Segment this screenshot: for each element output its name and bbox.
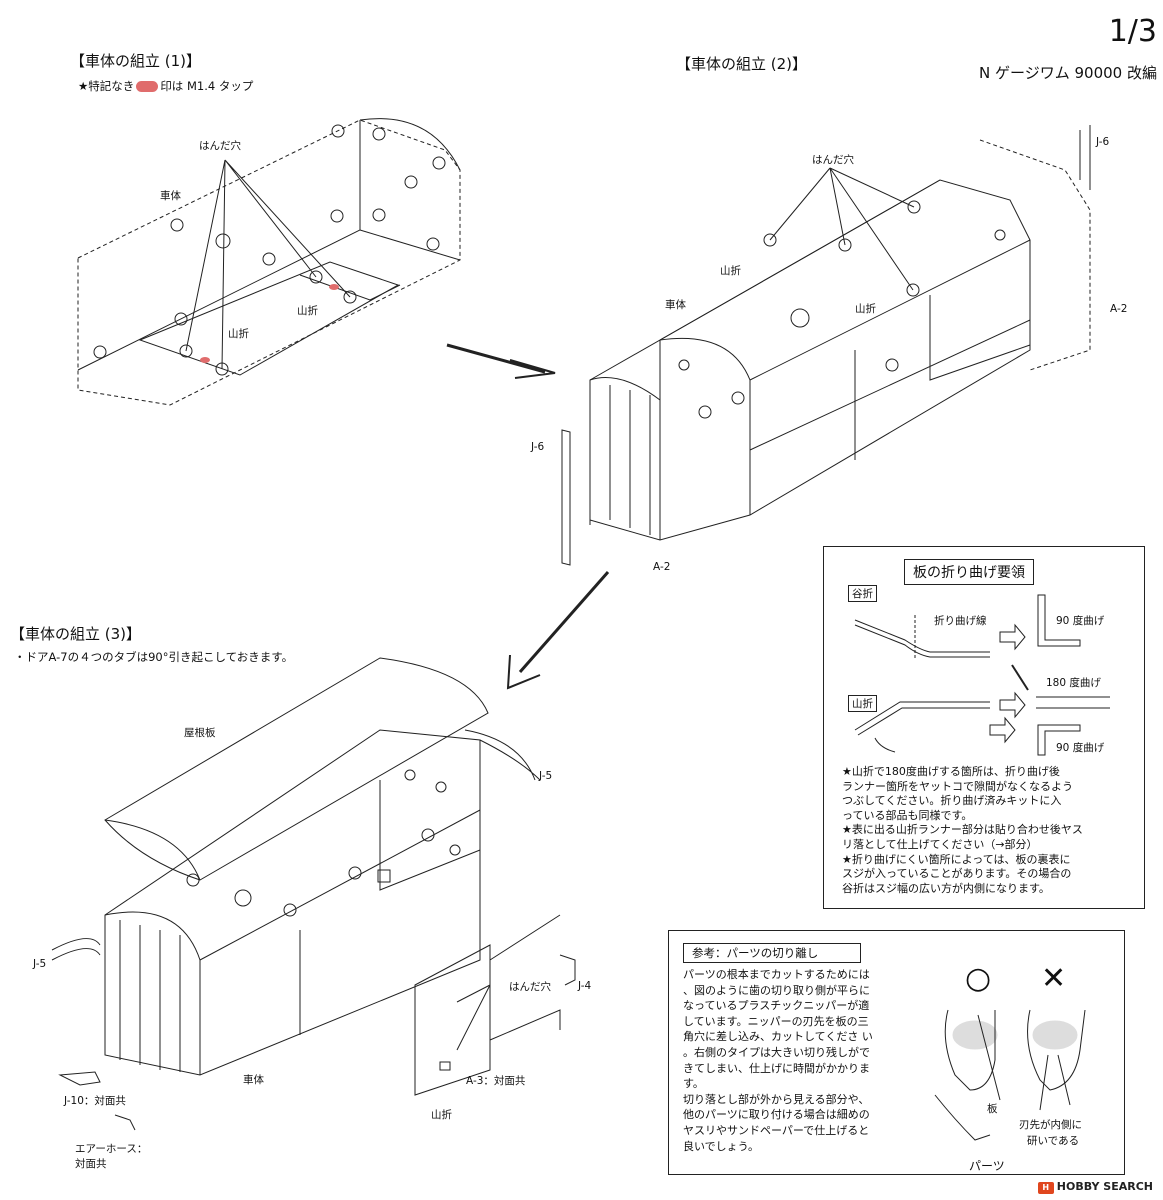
s1-solder-hole-label: はんだ穴 bbox=[199, 140, 241, 152]
s3-j5-right-label: J-5 bbox=[539, 770, 553, 782]
page-subtitle: N ゲージワム 90000 改編 bbox=[979, 64, 1157, 82]
s1-body-label: 車体 bbox=[160, 190, 181, 202]
section1-note-end: 印は M1.4 タップ bbox=[160, 79, 254, 93]
s3-fold-label: 山折 bbox=[431, 1109, 452, 1121]
blade-note-2: 研いである bbox=[1027, 1135, 1080, 1147]
s2-j6-top-label: J-6 bbox=[1096, 136, 1110, 148]
fold-guide-title: 板の折り曲げ要領 bbox=[904, 559, 1034, 585]
s3-body-label: 車体 bbox=[243, 1074, 264, 1086]
section1-body-drawing bbox=[77, 118, 461, 406]
fold-note-line: ★山折で180度曲げする箇所は、折り曲げ後 bbox=[842, 765, 1060, 778]
reference-line: ヤスリやサンドペーパーで仕上げると bbox=[683, 1123, 870, 1137]
s1-fold-label-b: 山折 bbox=[228, 328, 249, 340]
s2-solder-hole-label: はんだ穴 bbox=[812, 154, 854, 166]
fold-note-line: 谷折はスジ幅の広い方が内側になります。 bbox=[842, 881, 1050, 895]
fold-note-line: ★折り曲げにくい箇所によっては、板の裏表に bbox=[842, 852, 1071, 866]
section2-body-drawing bbox=[561, 125, 1091, 566]
mountain-fold-label: 山折 bbox=[848, 695, 877, 712]
fold-note-line: つぶしてください。折り曲げ済みキットに入 bbox=[842, 794, 1062, 808]
reference-line: 切り落とし部が外から見える部分や、 bbox=[683, 1092, 870, 1106]
s3-j10-label: J-10：対面共 bbox=[64, 1095, 126, 1107]
s3-a3-label: A-3：対面共 bbox=[466, 1075, 526, 1087]
reference-title: 参考：パーツの切り離し bbox=[683, 943, 861, 963]
reference-line: す。 bbox=[683, 1077, 704, 1091]
fold-guide-box: 板の折り曲げ要領 谷折 折り曲げ線 90 度曲げ 山折 180 度曲げ 90 度… bbox=[823, 546, 1145, 909]
s3-solder-hole-label: はんだ穴 bbox=[509, 981, 551, 993]
fold-note-line: ランナー箇所をヤットコで隙間がなくなるよう bbox=[842, 779, 1073, 793]
fold-guide-drawing bbox=[854, 594, 1110, 756]
deg180-label: 180 度曲げ bbox=[1046, 677, 1101, 689]
section1-note: ★特記なき 印は M1.4 タップ bbox=[78, 78, 253, 94]
deg90-bottom-label: 90 度曲げ bbox=[1056, 742, 1105, 754]
red-marker-icon bbox=[136, 81, 159, 92]
reference-body: パーツの根本までカットするためには 、図のように歯の切り取り側が平らに なってい… bbox=[683, 967, 873, 1154]
section1-note-start: ★特記なき bbox=[78, 79, 135, 93]
deg90-top-label: 90 度曲げ bbox=[1056, 615, 1105, 627]
reference-line: 他のパーツに取り付ける場合は細めの bbox=[683, 1108, 870, 1122]
fold-note-line: リ落として仕上げてください（→部分） bbox=[842, 837, 1038, 851]
s1-fold-label-a: 山折 bbox=[297, 305, 318, 317]
s3-roof-label: 屋根板 bbox=[184, 727, 216, 739]
s2-a2-bottom-label: A-2 bbox=[653, 561, 671, 573]
reference-line: 角穴に差し込み、カットしてくださ い bbox=[683, 1030, 873, 1044]
s2-j6-left-label: J-6 bbox=[531, 441, 545, 453]
s3-j4-label: J-4 bbox=[578, 980, 592, 992]
s2-fold-label-a: 山折 bbox=[720, 265, 741, 277]
section3-note: ・ドアA-7の４つのタブは90°引き起こしておきます。 bbox=[14, 650, 294, 664]
section2-title: 【車体の組立 (2)】 bbox=[676, 55, 808, 73]
reference-line: なっているプラスチックニッパーが適 bbox=[683, 999, 870, 1013]
reference-line: しています。ニッパーの刃先を板の三 bbox=[683, 1014, 869, 1028]
reference-line: きてしまい、仕上げに時間がかかりま bbox=[683, 1061, 870, 1075]
fold-note-line: っている部品も同様です。 bbox=[842, 808, 973, 822]
section3-body-drawing bbox=[51, 657, 576, 1131]
reference-line: 。右側のタイプは大きい切り残しがで bbox=[683, 1045, 870, 1059]
s3-j5-left-label: J-5 bbox=[33, 958, 47, 970]
reference-line: 良いでしょう。 bbox=[683, 1139, 760, 1153]
s2-fold-label-b: 山折 bbox=[855, 303, 876, 315]
reference-line: 、図のように歯の切り取り側が平らに bbox=[683, 983, 870, 997]
hobby-search-logo-icon: H bbox=[1037, 1182, 1054, 1194]
fold-note-line: ★表に出る山折ランナー部分は貼り合わせ後ヤス bbox=[842, 823, 1083, 837]
s2-a2-right-label: A-2 bbox=[1110, 303, 1128, 315]
s2-body-label: 車体 bbox=[665, 299, 686, 311]
blade-note-1: 刃先が内側に bbox=[1019, 1119, 1082, 1131]
bad-mark-icon: ✕ bbox=[1041, 961, 1067, 996]
reference-line: パーツの根本までカットするためには bbox=[683, 968, 870, 981]
s3-air-hose-label-2: 対面共 bbox=[75, 1158, 107, 1170]
section3-title: 【車体の組立 (3)】 bbox=[10, 625, 142, 643]
parts-label: パーツ bbox=[969, 1159, 1005, 1173]
fold-guide-notes: ★山折で180度曲げする箇所は、折り曲げ後 ランナー箇所をヤットコで隙間がなくな… bbox=[842, 765, 1142, 896]
valley-fold-label: 谷折 bbox=[848, 585, 877, 602]
section1-title: 【車体の組立 (1)】 bbox=[70, 52, 202, 70]
fold-line-label: 折り曲げ線 bbox=[934, 615, 987, 627]
fold-note-line: スジが入っていることがあります。その場合の bbox=[842, 867, 1072, 881]
good-mark-icon: ○ bbox=[965, 961, 992, 996]
reference-box: 参考：パーツの切り離し パーツの根本までカットするためには 、図のように歯の切り… bbox=[668, 930, 1125, 1175]
watermark-text: HOBBY SEARCH bbox=[1056, 1180, 1153, 1193]
nipper-drawing bbox=[934, 1009, 1086, 1141]
page-number: 1/3 bbox=[1108, 14, 1157, 49]
plate-label: 板 bbox=[987, 1103, 998, 1115]
s3-air-hose-label: エアーホース： bbox=[75, 1143, 148, 1155]
